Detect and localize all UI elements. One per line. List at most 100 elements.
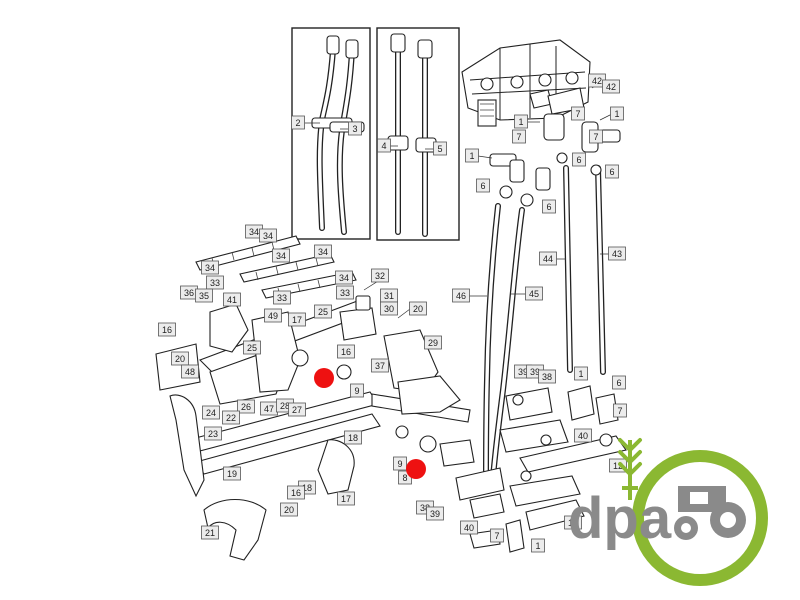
callout-box bbox=[181, 364, 199, 379]
callout-number: 27 bbox=[292, 405, 302, 415]
callout-number: 26 bbox=[241, 402, 251, 412]
callout-c1e: 1 bbox=[531, 538, 545, 553]
callout-c17a: 17 bbox=[288, 312, 306, 327]
callout-box bbox=[288, 402, 306, 417]
callout-box bbox=[287, 485, 305, 500]
callout-number: 37 bbox=[375, 361, 385, 371]
callout-box bbox=[605, 164, 619, 179]
callout-number: 42 bbox=[606, 82, 616, 92]
callout-number: 13 bbox=[568, 518, 578, 528]
callout-number: 9 bbox=[354, 386, 359, 396]
callout-number: 25 bbox=[318, 307, 328, 317]
highlight-markers bbox=[314, 368, 426, 479]
callout-number: 34 bbox=[318, 247, 328, 257]
callout-number: 28 bbox=[280, 401, 290, 411]
callout-number: 40 bbox=[578, 431, 588, 441]
callout-number: 45 bbox=[529, 289, 539, 299]
callout-c1b: 1 bbox=[610, 106, 624, 121]
callout-box bbox=[371, 268, 389, 283]
callout-number: 20 bbox=[413, 304, 423, 314]
callout-box bbox=[201, 260, 219, 275]
callout-c33a: 33 bbox=[206, 275, 224, 290]
callout-c29: 29 bbox=[424, 335, 442, 350]
callout-c1a: 1 bbox=[514, 114, 528, 129]
callout-box bbox=[202, 405, 220, 420]
callout-box bbox=[335, 270, 353, 285]
callout-c34e: 34 bbox=[201, 260, 219, 275]
callout-c20b: 20 bbox=[171, 351, 189, 366]
callout-number: 6 bbox=[576, 155, 581, 165]
callout-c41: 41 bbox=[223, 292, 241, 307]
callout-number: 47 bbox=[264, 404, 274, 414]
callout-number: 46 bbox=[456, 291, 466, 301]
callout-c49: 49 bbox=[264, 308, 282, 323]
callout-c42b: 42 bbox=[602, 79, 620, 94]
callout-c20a: 20 bbox=[409, 301, 427, 316]
callout-number: 44 bbox=[543, 254, 553, 264]
callout-number: 2 bbox=[295, 118, 300, 128]
callout-number: 40 bbox=[464, 523, 474, 533]
callout-number: 12 bbox=[613, 461, 623, 471]
callout-number: 24 bbox=[206, 408, 216, 418]
callout-box bbox=[259, 228, 277, 243]
callout-number: 49 bbox=[268, 311, 278, 321]
callout-box bbox=[610, 106, 624, 121]
callout-number: 6 bbox=[609, 167, 614, 177]
callout-c6b: 6 bbox=[605, 164, 619, 179]
inset-box-left bbox=[291, 27, 371, 240]
callout-box bbox=[465, 148, 479, 163]
callout-c4: 4 bbox=[377, 138, 391, 153]
callout-c46: 46 bbox=[452, 288, 470, 303]
callout-number: 34 bbox=[249, 227, 259, 237]
callout-number: 16 bbox=[162, 325, 172, 335]
callout-c34c: 34 bbox=[272, 248, 290, 263]
callout-c1c: 1 bbox=[465, 148, 479, 163]
clevis-group-top bbox=[489, 87, 621, 207]
callout-box bbox=[571, 106, 585, 121]
callout-number: 17 bbox=[341, 494, 351, 504]
dpa-logo: dpa bbox=[568, 438, 768, 586]
callout-number: 36 bbox=[184, 288, 194, 298]
callout-c3: 3 bbox=[348, 121, 362, 136]
callout-box bbox=[222, 410, 240, 425]
callout-c18a: 18 bbox=[344, 430, 362, 445]
callout-box bbox=[514, 114, 528, 129]
callout-c25b: 25 bbox=[243, 340, 261, 355]
callout-c17b: 17 bbox=[337, 491, 355, 506]
callout-box bbox=[337, 344, 355, 359]
callout-box bbox=[158, 322, 176, 337]
callout-box bbox=[409, 301, 427, 316]
callout-box bbox=[490, 528, 504, 543]
linkage-right bbox=[469, 385, 627, 553]
callout-number: 35 bbox=[199, 291, 209, 301]
callout-box bbox=[288, 312, 306, 327]
callout-c2: 2 bbox=[291, 115, 305, 130]
callout-c35: 35 bbox=[195, 288, 213, 303]
callout-number: 18 bbox=[348, 433, 358, 443]
callout-c40b: 40 bbox=[460, 520, 478, 535]
callout-number: 7 bbox=[575, 109, 580, 119]
callout-c37: 37 bbox=[371, 358, 389, 373]
callout-number: 1 bbox=[614, 109, 619, 119]
callout-number: 7 bbox=[494, 531, 499, 541]
callout-c16a: 16 bbox=[158, 322, 176, 337]
callout-box bbox=[531, 538, 545, 553]
callout-number: 4 bbox=[381, 141, 386, 151]
callout-number: 48 bbox=[185, 367, 195, 377]
callout-c7d: 7 bbox=[613, 403, 627, 418]
callout-number: 32 bbox=[375, 271, 385, 281]
callout-c40a: 40 bbox=[574, 428, 592, 443]
callout-number: 1 bbox=[469, 151, 474, 161]
callout-box bbox=[564, 515, 582, 530]
rod-43 bbox=[595, 165, 606, 375]
callout-box bbox=[336, 285, 354, 300]
callout-number: 34 bbox=[205, 263, 215, 273]
callout-c27: 27 bbox=[288, 402, 306, 417]
callout-number: 38 bbox=[542, 372, 552, 382]
callout-c7b: 7 bbox=[571, 106, 585, 121]
wheat-icon bbox=[618, 438, 642, 500]
callout-number: 8 bbox=[402, 473, 407, 483]
control-housing bbox=[461, 39, 591, 127]
callout-number: 25 bbox=[247, 343, 257, 353]
